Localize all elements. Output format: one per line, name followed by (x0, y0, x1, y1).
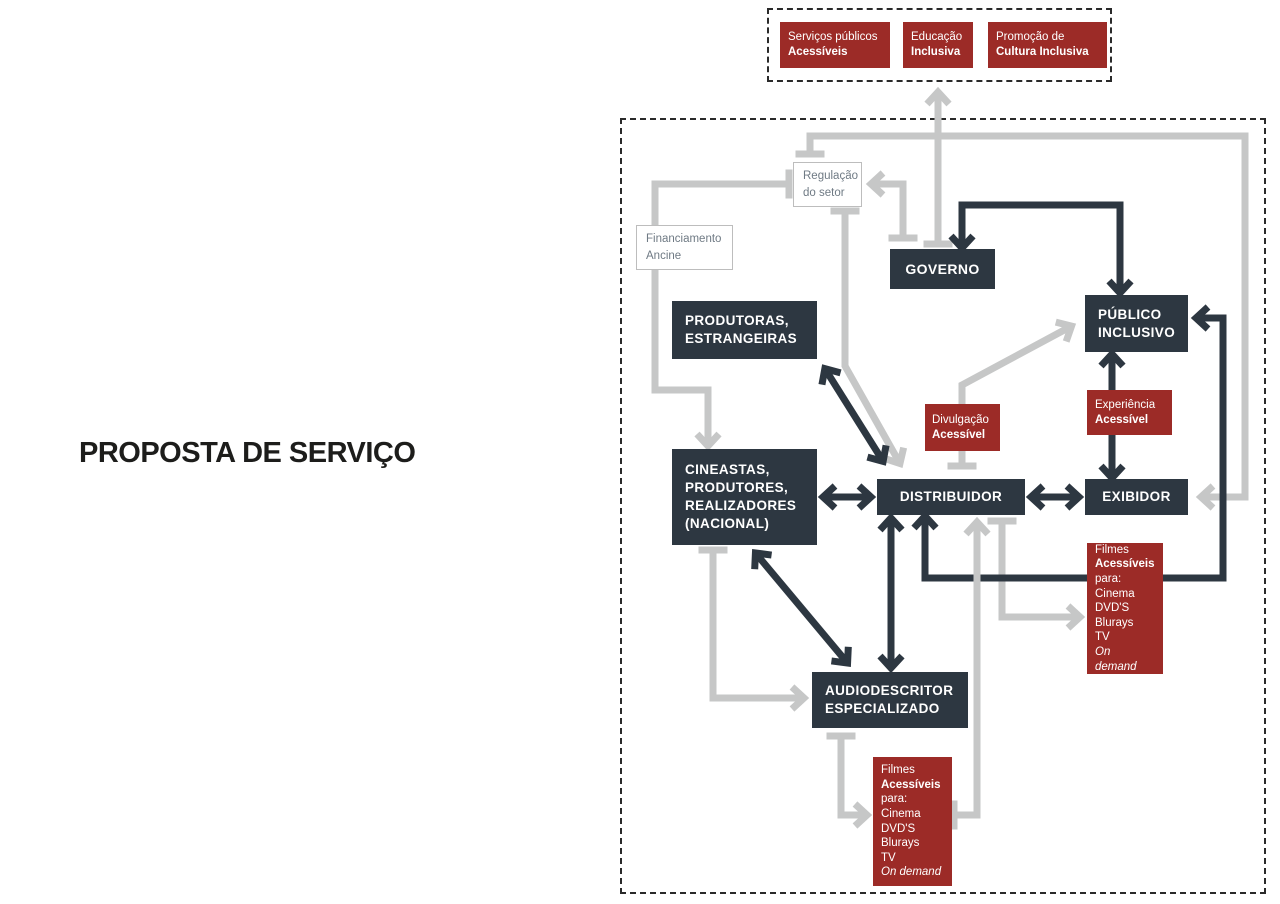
governo-label: GOVERNO (905, 260, 980, 277)
outcome-line: Promoção de (996, 31, 1065, 44)
filmes-line: On demand (881, 866, 942, 879)
label-experiencia-acessivel: Experiência Acessível (1087, 390, 1172, 435)
produtoras-line: ESTRANGEIRAS (685, 331, 798, 346)
filmes-line: para: (1095, 573, 1122, 586)
outcome-line: Serviços públicos (788, 31, 878, 44)
arrow-filmes-producao-to-distribuidor (950, 516, 991, 830)
arrow-distribuidor-to-filmes-exibicao (987, 517, 1086, 631)
filmes-line: Acessíveis (1095, 558, 1155, 571)
arrow-governo-publico-inclusivo (948, 201, 1134, 299)
produtoras-line: PRODUTORAS, (685, 313, 789, 329)
filmes-line: Filmes (1095, 543, 1129, 556)
cineastas-line: CINEASTAS, (685, 462, 770, 478)
financiamento-line: Financiamento (646, 233, 722, 246)
regulacao-line: Regulação (803, 170, 858, 183)
audiodescritor-line: AUDIODESCRITOR (825, 683, 954, 699)
filmes-line: Cinema (1095, 587, 1135, 600)
arrow-cineastas-audiodescritor-dark (751, 548, 852, 668)
filmes-line: Acessíveis (881, 778, 941, 791)
filmes-line: Blurays (881, 837, 920, 850)
cineastas-line: REALIZADORES (685, 498, 797, 513)
filmes-line: TV (881, 851, 896, 864)
label-divulgacao-acessivel: Divulgação Acessível (925, 404, 1000, 451)
regulacao-line: do setor (803, 186, 845, 199)
experiencia-line: Acessível (1095, 413, 1149, 426)
label-filmes-acessiveis-producao: Filmes Acessíveis para: Cinema DVD'S Blu… (873, 757, 952, 886)
filmes-line: Cinema (881, 807, 921, 820)
exibidor-label: EXIBIDOR (1102, 489, 1171, 505)
node-exibidor: EXIBIDOR (1085, 479, 1188, 515)
cineastas-line: (NACIONAL) (685, 515, 770, 531)
outcome-line: Cultura Inclusiva (996, 46, 1089, 58)
filmes-line: Filmes (881, 764, 915, 777)
outcome-line: Acessíveis (788, 46, 848, 58)
divulgacao-line: Acessível (932, 428, 986, 441)
node-regulacao-setor: Regulação do setor (793, 162, 862, 207)
publico-line: PÚBLICO (1098, 306, 1162, 322)
node-cineastas-nacional: CINEASTAS, PRODUTORES, REALIZADORES (NAC… (672, 449, 817, 545)
label-filmes-acessiveis-exibicao: Filmes Acessíveis para: Cinema DVD'S Blu… (1087, 543, 1163, 674)
outcome-cultura-inclusiva: Promoção de Cultura Inclusiva (988, 22, 1107, 68)
node-financiamento-ancine: Financiamento Ancine (636, 225, 733, 270)
distribuidor-label: DISTRIBUIDOR (899, 489, 1003, 505)
filmes-line: On demand (1095, 645, 1137, 673)
outcomes-panel: Serviços públicos Acessíveis Educação In… (767, 8, 1112, 82)
filmes-line: para: (881, 793, 908, 806)
experiencia-line: Experiência (1095, 398, 1156, 411)
outcome-servicos-publicos: Serviços públicos Acessíveis (780, 22, 890, 68)
arrow-audiodescritor-to-filmes-producao (826, 732, 873, 829)
filmes-line: DVD'S (1095, 602, 1130, 615)
node-publico-inclusivo: PÚBLICO INCLUSIVO (1085, 295, 1188, 352)
node-distribuidor: DISTRIBUIDOR (877, 479, 1025, 515)
cineastas-line: PRODUTORES, (685, 480, 789, 496)
node-audiodescritor-especializado: AUDIODESCRITOR ESPECIALIZADO (812, 672, 968, 728)
audiodescritor-line: ESPECIALIZADO (825, 701, 940, 716)
publico-line: INCLUSIVO (1098, 324, 1176, 340)
outcome-educacao: Educação Inclusiva (903, 22, 973, 68)
node-governo: GOVERNO (890, 249, 995, 289)
filmes-line: TV (1095, 631, 1110, 644)
arrow-financiamento-ancine-to-cineastas (651, 169, 793, 452)
page-title: PROPOSTA DE SERVIÇO (79, 437, 416, 469)
arrow-cineastas-to-audiodescritor-gray (698, 546, 810, 712)
filmes-line: DVD'S (881, 822, 916, 835)
arrow-produtoras-distribuidor (818, 364, 890, 466)
financiamento-line: Ancine (646, 249, 682, 262)
arrow-governo-to-regulacao (865, 170, 918, 242)
filmes-line: Blurays (1095, 616, 1134, 629)
arrow-regulacao-to-exibidor (795, 132, 1249, 511)
outcome-line: Inclusiva (911, 46, 961, 58)
node-produtoras-estrangeiras: PRODUTORAS, ESTRANGEIRAS (672, 301, 817, 359)
outcome-line: Educação (911, 31, 963, 44)
arrow-distribuidor-publico-filmes (911, 304, 1227, 582)
divulgacao-line: Divulgação (932, 413, 989, 426)
